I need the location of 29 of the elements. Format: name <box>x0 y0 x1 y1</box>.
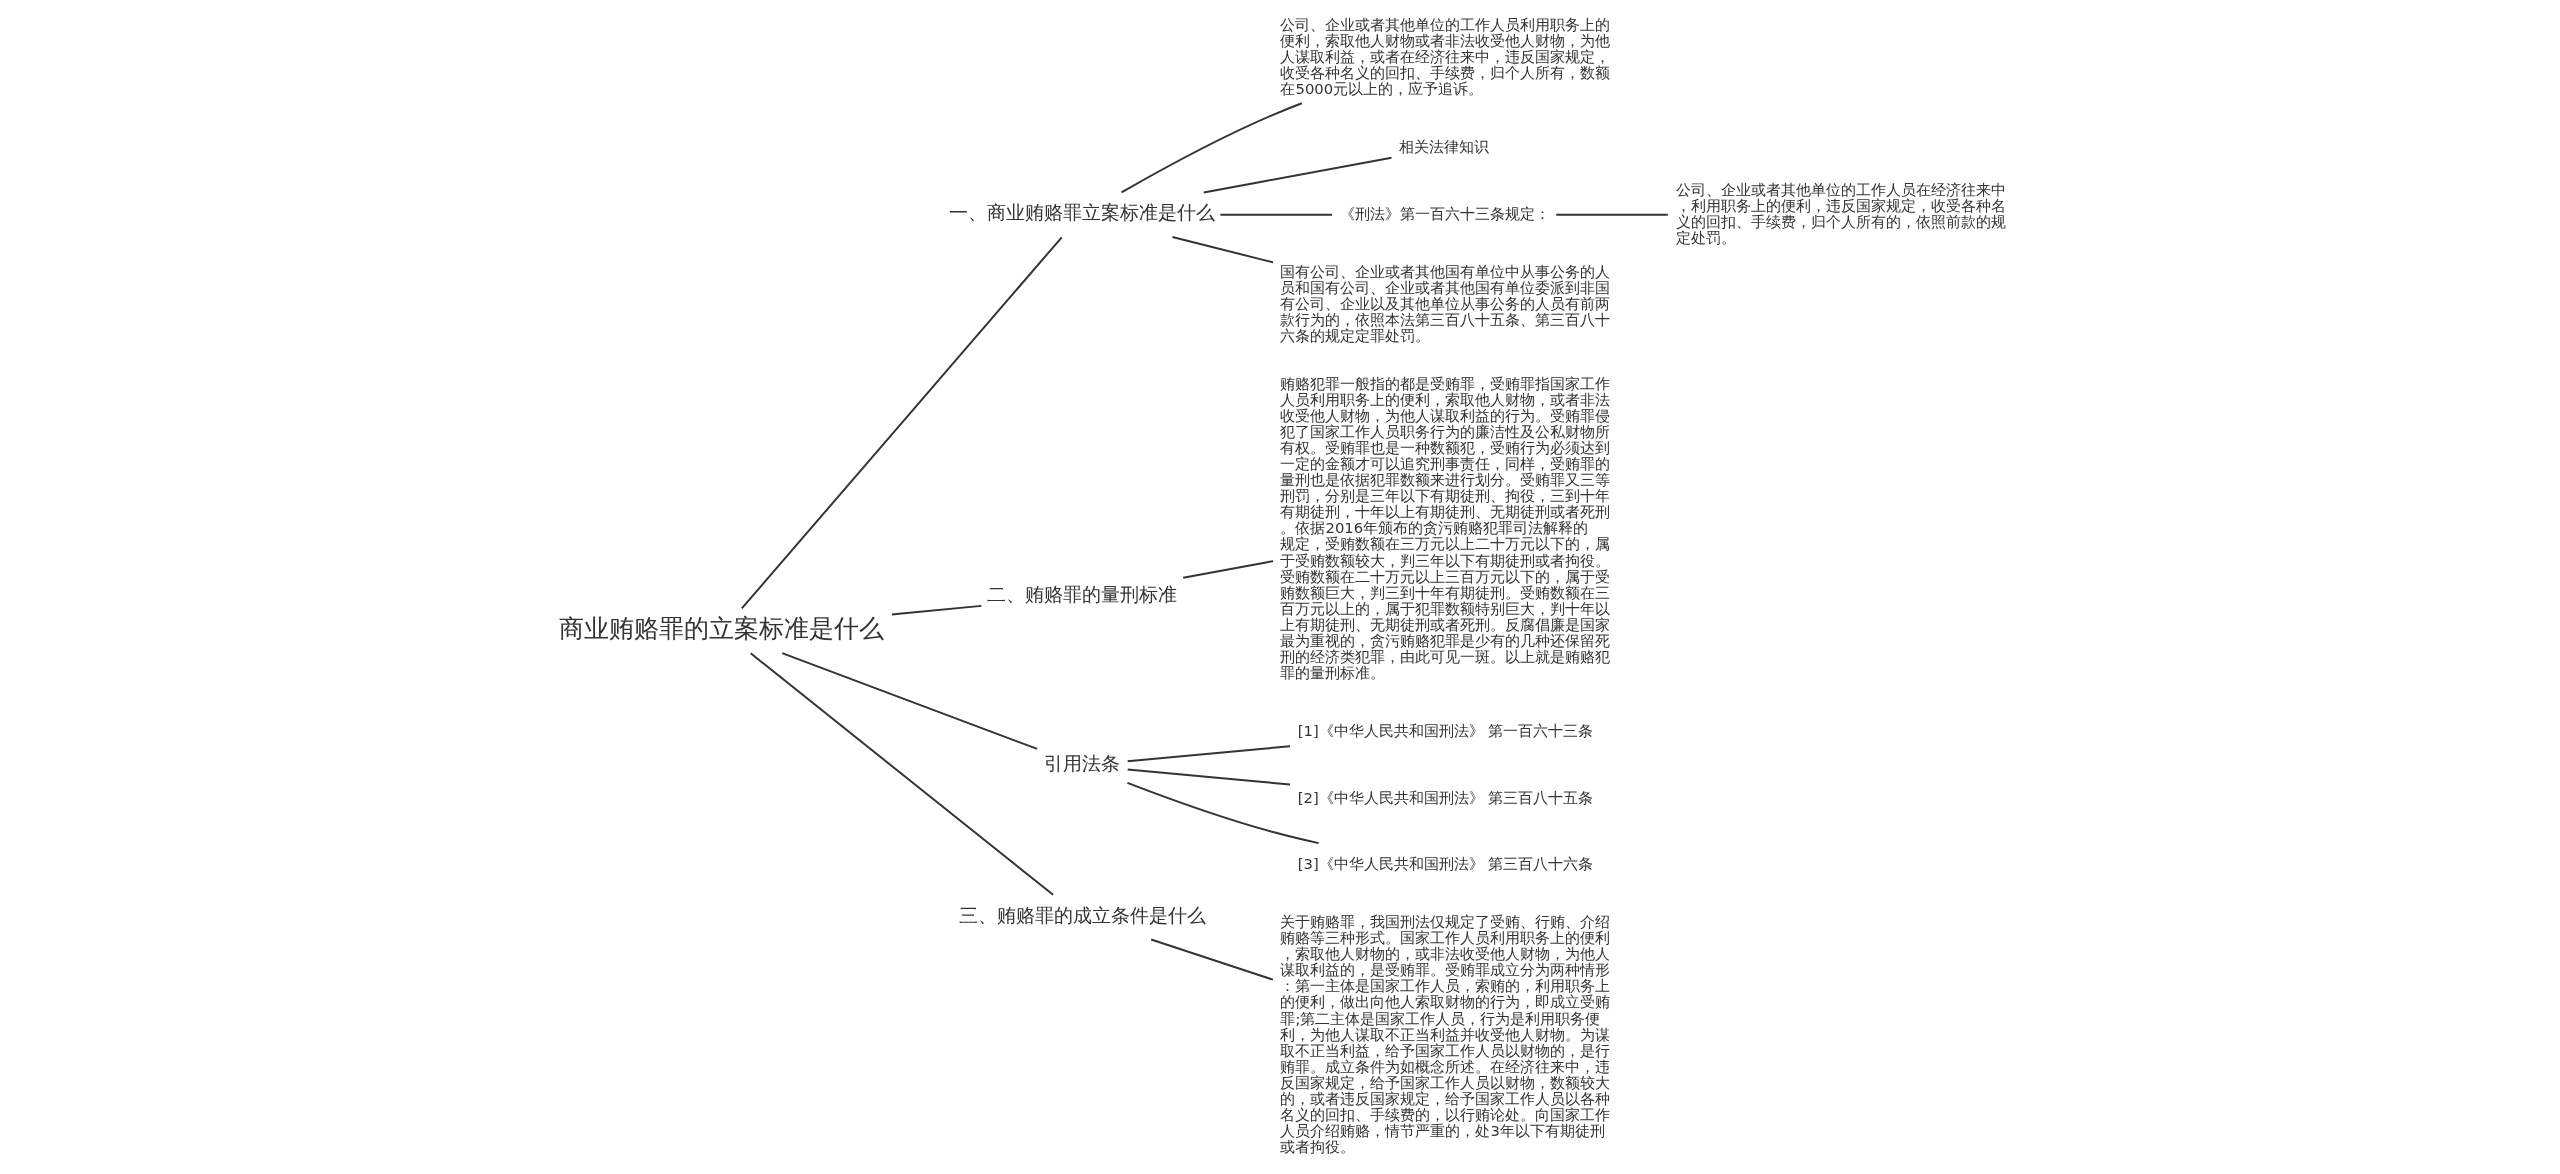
node-text: 公司、企业或者其他单位的工作人员利用职务上的便利，索取他人财物或者非法收受他人财物，为他人谋取利益，或者在经济往来中，违反国家规定，收受各种名义的回扣、手续费，归个人所有，数额在5000元以上的，应予追诉。 <box>1280 15 1610 97</box>
node-text: 引用法条 <box>1043 752 1120 774</box>
connector <box>1554 213 1669 216</box>
connector <box>1126 768 1291 786</box>
node-text: 三、贿赂罪的成立条件是什么 <box>958 904 1206 926</box>
connector <box>749 652 1054 896</box>
node-text: 国有公司、企业或者其他国有单位中从事公务的人员和国有公司、企业或者其他国有单位委派到非国有公司、企业以及其他单位从事公务的人员有前两款行为的，依照本法第三百八十五条、第三百八十六条的规定定罪处罚。 <box>1280 262 1610 344</box>
node-text: 商业贿赂罪的立案标准是什么 <box>558 614 884 643</box>
connector <box>1120 102 1303 194</box>
connector <box>1126 745 1291 763</box>
connector <box>740 236 1063 610</box>
connector <box>890 604 982 616</box>
connector <box>1202 156 1392 194</box>
connector <box>1170 236 1274 264</box>
node-text: 《刑法》第一百六十三条规定： <box>1339 204 1550 222</box>
node-text: [3]《中华人民共和国刑法》 第三百八十六条 <box>1297 855 1593 873</box>
connector <box>1181 560 1274 579</box>
connector <box>1149 938 1274 981</box>
connector <box>780 652 1038 750</box>
node-text: 一、商业贿赂罪立案标准是什么 <box>948 202 1215 224</box>
connector <box>1125 781 1320 845</box>
node-text: 相关法律知识 <box>1398 137 1489 155</box>
connector <box>1218 213 1333 216</box>
node-text: [1]《中华人民共和国刑法》 第一百六十三条 <box>1297 721 1593 739</box>
node-text: 公司、企业或者其他单位的工作人员在经济往来中，利用职务上的便利，违反国家规定，收受各种名义的回扣、手续费，归个人所有的，依照前款的规定处罚。 <box>1675 180 2006 246</box>
node-text: [2]《中华人民共和国刑法》 第三百八十五条 <box>1297 788 1593 806</box>
node-text: 二、贿赂罪的量刑标准 <box>986 583 1177 605</box>
node-text: 关于贿赂罪，我国刑法仅规定了受贿、行贿、介绍贿赂等三种形式。国家工作人员利用职务上的便利，索取他人财物的，或非法收受他人财物，为他人谋取利益的，是受贿罪。受贿罪成立分为两种情形：第一主体是国家工作人员，索贿的，利用职务上的便利，做出向他人索取财物的行为，即成立受贿罪;第二主体是国家工作人员，行为是利用职务便利，为他人谋取不正当利益并收受他人财物。为谋取不正当利益，给予国家工作人员以财物的，是行贿罪。成立条件为如概念所述。在经济往来中，违反国家规定，给予国家工作人员以财物，数额较大的，或者违反国家规定，给予国家工作人员以各种名义的回扣、手续费的，以行贿论处。向国家工作人员介绍贿赂，情节严重的，处3年以下有期徒刑或者拘役。 <box>1280 913 1610 1155</box>
node-text: 贿赂犯罪一般指的都是受贿罪，受贿罪指国家工作人员利用职务上的便利，索取他人财物，或者非法收受他人财物，为他人谋取利益的行为。受贿罪侵犯了国家工作人员职务行为的廉洁性及公私财物所有权。受贿罪也是一种数额犯，受贿行为必须达到一定的金额才可以追究刑事责任，同样，受贿罪的量刑也是依据犯罪数额来进行划分。受贿罪又三等刑罚，分别是三年以下有期徒刑、拘役，三到十年有期徒刑，十年以上有期徒刑、无期徒刑或者死刑。依据2016年颁布的贪污贿赂犯罪司法解释的规定，受贿数额在三万元以上二十万元以下的，属于受贿数额较大，判三年以下有期徒刑或者拘役。受贿数额在二十万元以上三百万元以下的，属于受贿数额巨大，判三到十年有期徒刑。受贿数额在三百万元以上的，属于犯罪数额特别巨大，判十年以上有期徒刑、无期徒刑或者死刑。反腐倡廉是国家最为重视的，贪污贿赂犯罪是少有的几种还保留死刑的经济类犯罪，由此可见一斑。以上就是贿赂犯罪的量刑标准。 <box>1280 374 1610 681</box>
